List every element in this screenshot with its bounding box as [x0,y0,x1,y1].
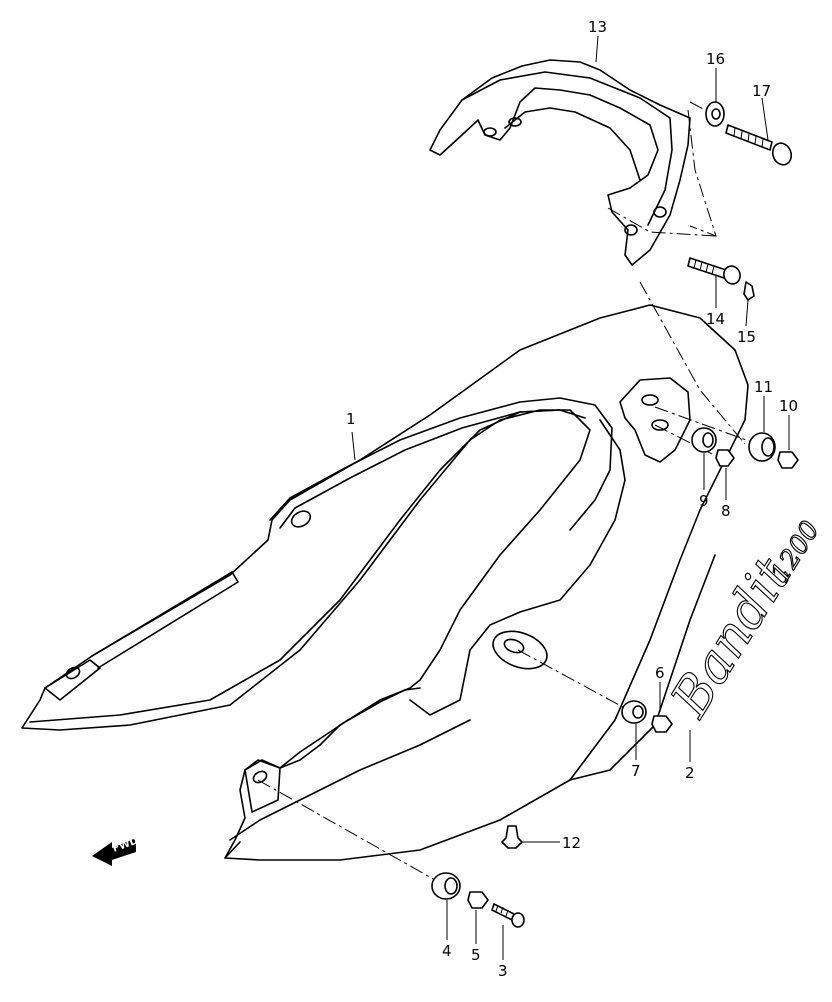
leader-lines [351,35,790,960]
cap-15 [743,281,755,301]
callout-8: 8 [721,502,731,520]
grommet-9 [691,427,717,453]
bolt-14 [687,257,741,285]
callout-15: 15 [737,328,756,346]
clip-12 [501,825,523,849]
seat-tail-cover-part [21,304,749,861]
callout-16: 16 [706,50,725,68]
callout-5: 5 [471,946,481,964]
callout-12: 12 [562,834,581,852]
callout-9: 9 [699,492,709,510]
callout-17: 17 [752,82,771,100]
collar-8 [715,449,735,467]
callout-10: 10 [779,397,798,415]
grommet-4 [431,872,461,900]
emblem-number-text: 1200 [765,516,826,588]
callout-6: 6 [655,664,665,682]
screw-3 [491,903,525,928]
callout-11: 11 [754,378,773,396]
bolt-17 [725,124,793,166]
callout-14: 14 [706,310,725,328]
callout-7: 7 [631,762,641,780]
collar-10 [777,451,799,469]
grommet-7 [621,700,647,724]
callout-2: 2 [685,764,695,782]
callout-3: 3 [498,962,508,980]
grommet-11 [748,432,776,462]
collar-5 [467,891,489,909]
fwd-arrow-icon: FWD [92,836,140,866]
callout-4: 4 [442,942,452,960]
callout-numbers: 1 2 3 4 5 6 7 8 9 10 11 12 13 14 15 16 1… [346,18,798,980]
collar-6 [651,715,673,733]
callout-1: 1 [346,410,356,428]
grab-handle-part [429,59,691,266]
callout-13: 13 [588,18,607,36]
washer-16 [705,101,725,127]
